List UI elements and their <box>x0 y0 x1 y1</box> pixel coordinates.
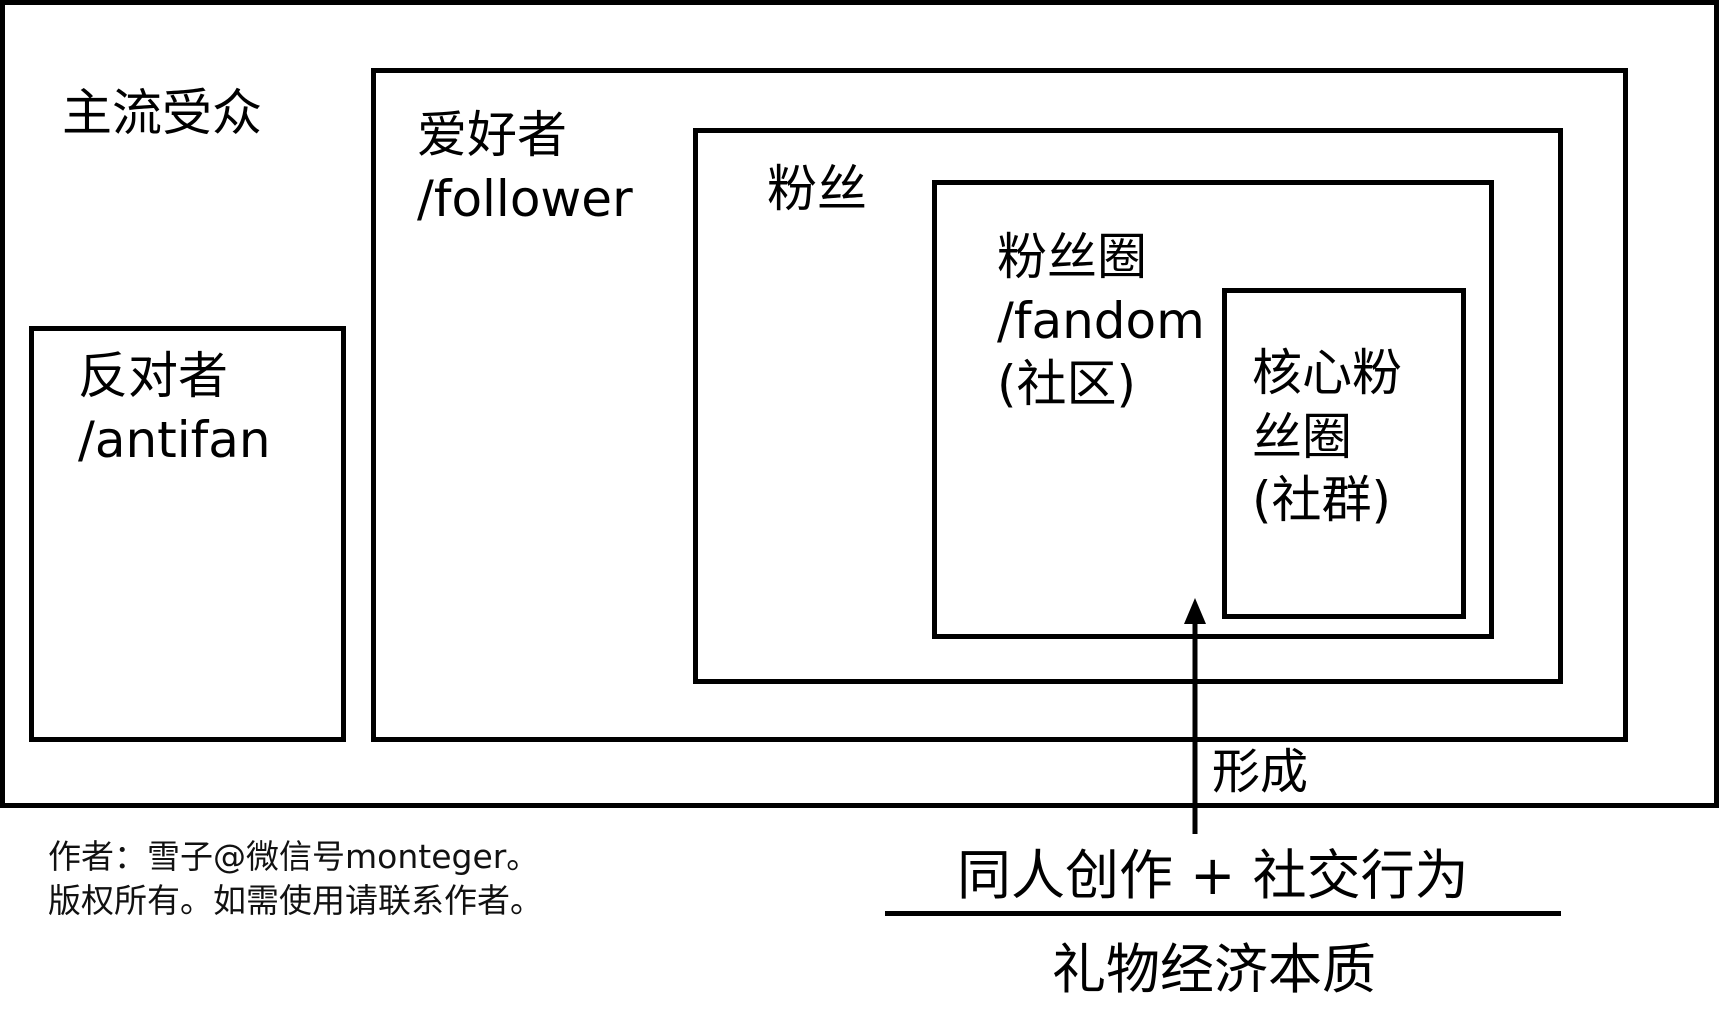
antifan-label: 反对者 /antifan <box>78 347 271 469</box>
fandom-label: 粉丝圈 /fandom (社区) <box>997 228 1205 413</box>
author-credit: 作者：雪子@微信号monteger。 版权所有。如需使用请联系作者。 <box>48 837 543 920</box>
fan-box <box>693 128 1563 684</box>
fandom-box <box>932 180 1494 639</box>
arrow-head <box>1184 598 1206 624</box>
core-fandom-label: 核心粉 丝圈 (社群) <box>1252 344 1402 529</box>
mainstream-audience-box <box>0 0 1719 808</box>
antifan-box <box>29 326 346 742</box>
formula-denominator: 礼物经济本质 <box>1052 938 1376 1001</box>
mainstream-audience-label: 主流受众 <box>62 84 262 142</box>
core-fandom-box <box>1222 288 1466 619</box>
formula-numerator: 同人创作 + 社交行为 <box>957 844 1469 907</box>
arrow-label: 形成 <box>1212 744 1309 800</box>
follower-box <box>371 68 1628 742</box>
fan-label: 粉丝 <box>767 160 867 218</box>
fraction-bar <box>885 911 1561 916</box>
formation-arrow <box>1184 598 1206 834</box>
follower-label: 爱好者 /follower <box>417 106 633 228</box>
